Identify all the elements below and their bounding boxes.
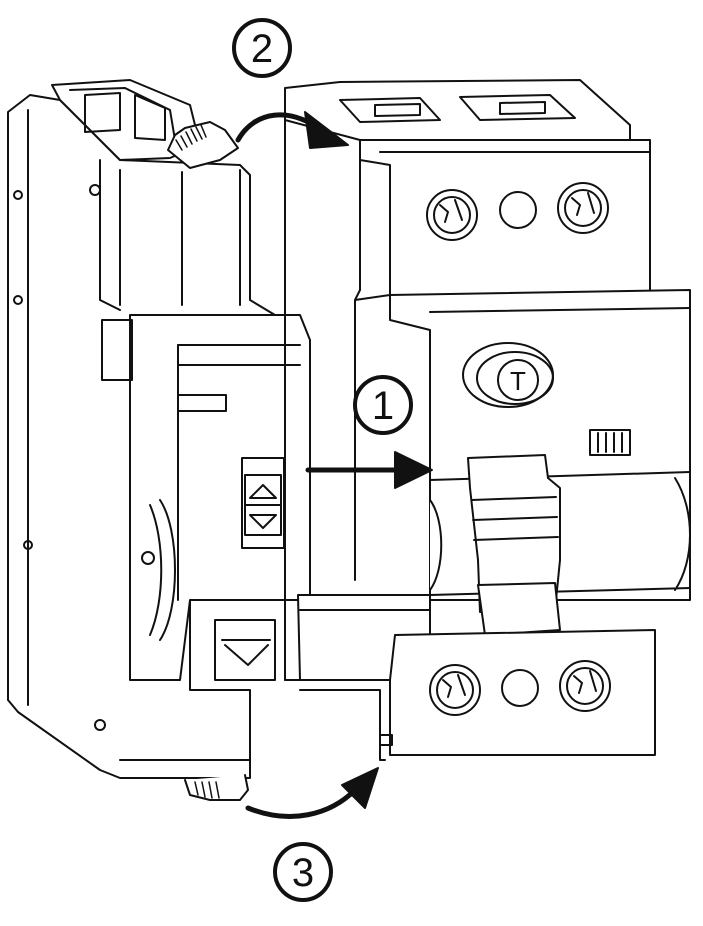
lower-terminal-left-screw-icon	[442, 674, 466, 698]
aux-inner-edge	[99, 159, 121, 311]
bottom-latch-teeth	[194, 781, 220, 799]
step-1-arrowhead	[394, 451, 433, 489]
toggle-lever[interactable]	[467, 454, 561, 613]
rccb-left-step	[354, 294, 391, 301]
toggle-lever-rib-3	[473, 536, 559, 541]
top-latch	[167, 121, 239, 169]
step-3-number: 3	[292, 851, 314, 895]
bottom-latch-arrow-icon	[224, 644, 269, 666]
rccb-middle-ridge	[429, 307, 691, 313]
step-markers: 2 1 3	[232, 18, 413, 902]
toggle-lever-rib-2	[472, 516, 558, 521]
top-clip-slot-1	[84, 92, 121, 133]
aux-hole-2	[13, 295, 23, 305]
aux-dial-inner	[149, 504, 163, 636]
down-arrow-icon	[249, 514, 277, 529]
step-3-arrowhead	[341, 767, 379, 809]
updown-indicator	[241, 457, 285, 549]
aux-dial	[159, 499, 176, 641]
upper-indicator-hole	[499, 191, 537, 229]
assembly-arrows	[235, 111, 433, 819]
rccb-top-slot-2	[459, 94, 576, 121]
bottom-latch-housing	[214, 619, 276, 681]
rccb-lower-foot	[299, 689, 386, 761]
aux-side-tab	[177, 394, 227, 412]
lower-indicator-hole	[501, 669, 539, 707]
rccb-bottom-notch	[379, 734, 393, 746]
rccb-module: T	[284, 79, 691, 761]
aux-hole-4	[89, 184, 101, 196]
lower-terminal-right	[559, 660, 611, 712]
toggle-left-guard	[429, 499, 443, 591]
step-1-number: 1	[372, 384, 394, 428]
lower-terminal-left	[429, 664, 481, 716]
step-2-arrowhead	[304, 111, 349, 149]
aux-dial-knob	[141, 551, 155, 565]
upper-terminal-right-inner	[564, 189, 602, 227]
rccb-top-slot-1	[339, 97, 441, 123]
step-3-marker: 3	[273, 842, 333, 902]
top-clip-slot-2	[134, 94, 166, 141]
test-button-label: T	[510, 366, 526, 396]
rccb-top-slot-1-inner	[374, 103, 421, 117]
upper-terminal-right-screw-icon	[571, 192, 595, 216]
upper-terminal-left-inner	[433, 196, 471, 234]
top-clip-inner	[69, 87, 176, 141]
lower-terminal-right-inner	[566, 667, 604, 705]
toggle-lever-rib-1	[471, 496, 557, 501]
upper-terminal-right	[557, 182, 609, 234]
step-1-marker: 1	[353, 375, 413, 435]
aux-window	[101, 319, 133, 381]
up-arrow-icon	[249, 484, 277, 499]
lower-terminal-left-inner	[436, 671, 474, 709]
toggle-right-guard	[674, 477, 691, 591]
toggle-channel-lower	[429, 587, 691, 596]
step-3-arrow	[245, 787, 358, 819]
status-window-bars	[597, 432, 623, 453]
step-2-number: 2	[251, 27, 273, 71]
aux-hole-3	[23, 540, 33, 550]
upper-terminal-left	[426, 189, 478, 241]
aux-hole-5	[94, 719, 106, 731]
auxiliary-module	[7, 79, 311, 801]
lower-terminal-right-screw-icon	[573, 670, 597, 694]
rccb-top-slot-2-inner	[499, 101, 546, 115]
test-button[interactable]	[497, 359, 539, 401]
rccb-left-inner	[354, 159, 361, 581]
rccb-top-housing	[284, 79, 631, 141]
toggle-lever-tip	[477, 582, 561, 636]
aux-hole-1	[13, 190, 23, 200]
test-button-ring	[476, 351, 554, 405]
step-2-marker: 2	[232, 18, 292, 78]
top-latch-teeth	[175, 124, 207, 151]
upper-terminal-left-screw-icon	[439, 199, 463, 223]
status-window	[589, 429, 631, 456]
